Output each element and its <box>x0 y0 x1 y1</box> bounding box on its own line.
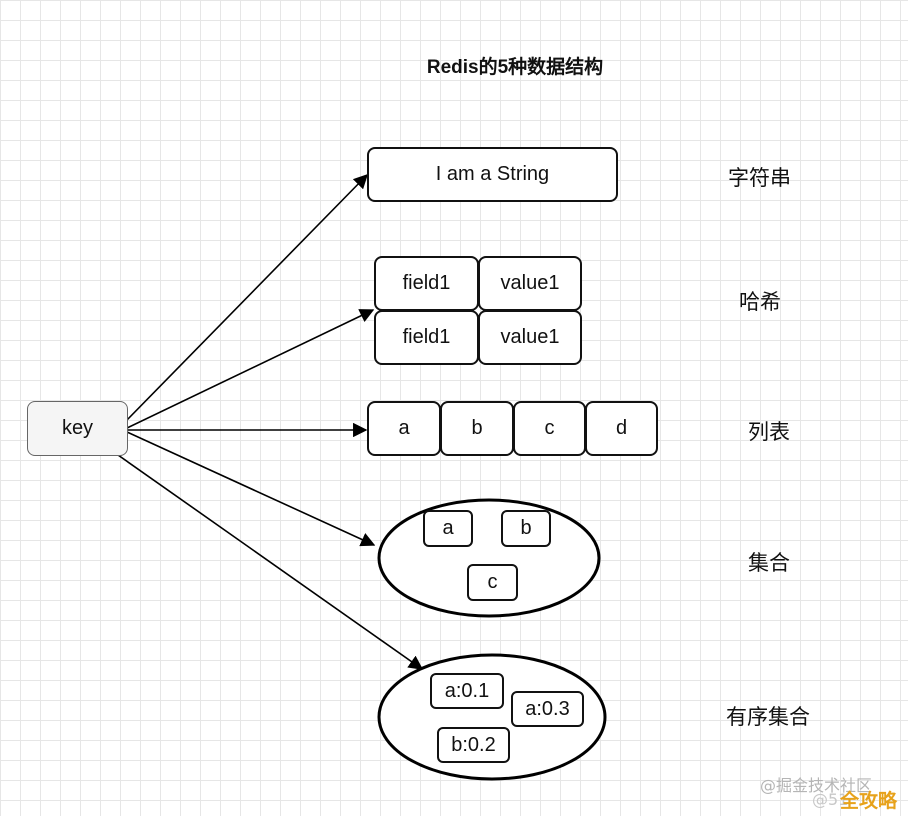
set-item: c <box>467 564 518 601</box>
zset-label: 有序集合 <box>726 705 810 729</box>
list-item: a <box>367 401 441 456</box>
string-node: I am a String <box>367 147 618 202</box>
zset-item: b:0.2 <box>437 727 510 763</box>
diagram-title: Redis的5种数据结构 <box>426 57 604 78</box>
hash-field-cell: field1 <box>374 256 479 311</box>
list-label: 列表 <box>748 420 790 444</box>
string-label: 字符串 <box>728 166 791 190</box>
arrow-to-hash <box>126 309 375 429</box>
arrow-to-zset <box>117 454 424 670</box>
key-node: key <box>27 401 128 456</box>
list-item: c <box>513 401 586 456</box>
list-item: b <box>440 401 514 456</box>
set-item: a <box>423 510 473 547</box>
set-label: 集合 <box>748 551 790 575</box>
zset-item: a:0.1 <box>430 673 504 709</box>
hash-field-cell: field1 <box>374 310 479 365</box>
zset-item: a:0.3 <box>511 691 584 727</box>
watermark-number: @51 <box>812 790 849 809</box>
arrow-to-string <box>126 173 369 421</box>
hash-label: 哈希 <box>739 290 781 314</box>
set-item: b <box>501 510 551 547</box>
hash-value-cell: value1 <box>478 310 582 365</box>
arrow-to-set <box>126 431 376 547</box>
list-item: d <box>585 401 658 456</box>
watermark-site: @掘金技术社区 <box>760 776 873 795</box>
hash-value-cell: value1 <box>478 256 582 311</box>
watermark-brand: 全攻略 <box>840 790 898 812</box>
